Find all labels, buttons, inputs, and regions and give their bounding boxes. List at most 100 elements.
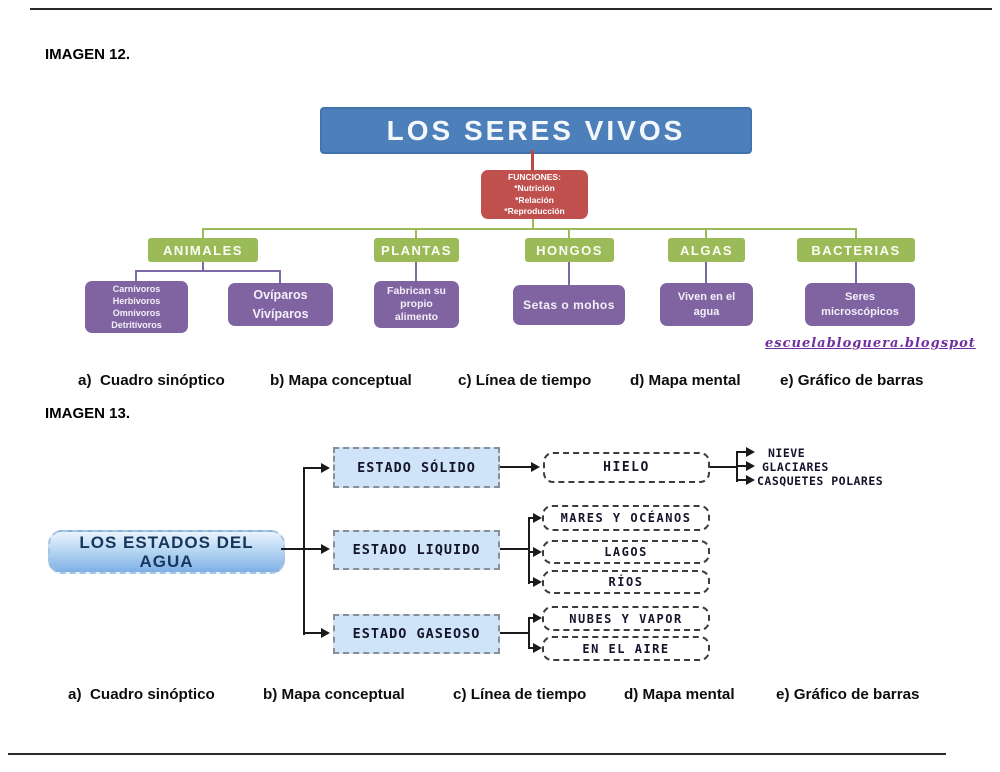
connector-fork-vertical xyxy=(736,452,738,482)
connector-leaf xyxy=(528,581,536,583)
connector-stub xyxy=(202,262,204,271)
node-rios: RÍOS xyxy=(542,570,710,594)
node-mares-y-oceanos: MARES Y OCÉANOS xyxy=(542,505,710,531)
connector-stub xyxy=(568,262,570,285)
option-d-row2[interactable]: d) Mapa mental xyxy=(624,686,735,703)
functions-line: FUNCIONES: xyxy=(508,171,561,182)
connector-stub xyxy=(415,262,417,281)
connector-stub xyxy=(202,228,204,238)
functions-line: *Reproducción xyxy=(504,205,565,216)
functions-line: *Nutrición xyxy=(514,183,555,194)
detail-line: Omnívoros xyxy=(112,308,161,318)
detail-line: Ovíparos xyxy=(253,288,308,303)
connector-stub xyxy=(705,262,707,283)
arrow-right-icon xyxy=(531,462,540,472)
connector-leaf xyxy=(528,517,536,519)
connector-branch xyxy=(303,632,323,634)
node-lagos: LAGOS xyxy=(542,540,710,564)
option-a-row2[interactable]: a) Cuadro sinóptico xyxy=(68,686,215,703)
category-algas: ALGAS xyxy=(668,238,745,262)
detail-line: Seres xyxy=(845,291,875,304)
branch-estado-liquido: ESTADO LIQUIDO xyxy=(333,530,500,570)
connector-leaf xyxy=(528,617,536,619)
connector-branch xyxy=(303,467,323,469)
option-e-row1[interactable]: e) Gráfico de barras xyxy=(780,372,924,389)
detail-line: Detritívoros xyxy=(111,320,162,331)
detail-animales-tipos: Carnívoros Herbívoros Omnívoros Detritív… xyxy=(85,281,188,333)
connector-solido-hielo xyxy=(500,466,533,468)
detail-line: Carnívoros xyxy=(112,283,161,294)
connector-branch xyxy=(303,548,323,550)
map2-root-box: LOS ESTADOS DEL AGUA xyxy=(48,530,285,574)
map1-title-box: LOS SERES VIVOS xyxy=(320,107,752,154)
detail-line: Vivíparos xyxy=(252,306,309,321)
category-plantas: PLANTAS xyxy=(374,238,459,262)
imagen-12-heading: IMAGEN 12. xyxy=(45,46,131,63)
option-a-row1[interactable]: a) Cuadro sinóptico xyxy=(78,372,225,389)
connector-leaf xyxy=(528,551,536,553)
arrow-right-icon xyxy=(746,461,755,471)
connector-root xyxy=(281,548,303,550)
detail-line: Herbívoros xyxy=(112,295,161,306)
arrow-right-icon xyxy=(533,643,542,653)
connector-liquido-fork xyxy=(500,548,529,550)
option-d-row1[interactable]: d) Mapa mental xyxy=(630,372,741,389)
node-nubes-y-vapor: NUBES Y VAPOR xyxy=(542,606,710,631)
detail-line: agua xyxy=(693,305,720,318)
option-b-row2[interactable]: b) Mapa conceptual xyxy=(263,686,405,703)
connector-horizontal xyxy=(202,228,857,230)
arrow-right-icon xyxy=(321,628,330,638)
connector-stub xyxy=(855,262,857,283)
branch-estado-gaseoso: ESTADO GASEOSO xyxy=(333,614,500,654)
arrow-right-icon xyxy=(321,463,330,473)
detail-animales-reproduccion: Ovíparos Vivíparos xyxy=(228,283,333,326)
arrow-right-icon xyxy=(321,544,330,554)
detail-line: microscópicos xyxy=(821,305,899,318)
connector-stub xyxy=(279,270,281,284)
imagen-13-heading: IMAGEN 13. xyxy=(45,405,131,422)
category-hongos: HONGOS xyxy=(525,238,614,262)
leaf-nieve: NIEVE xyxy=(768,446,806,460)
category-bacterias: BACTERIAS xyxy=(797,238,915,262)
connector-leaf xyxy=(736,451,748,453)
connector-stub xyxy=(415,228,417,238)
detail-line: alimento xyxy=(394,311,439,324)
detail-hongos: Setas o mohos xyxy=(513,285,625,325)
connector-leaf xyxy=(528,647,536,649)
arrow-right-icon xyxy=(746,447,755,457)
detail-bacterias: Seres microscópicos xyxy=(805,283,915,326)
node-hielo: HIELO xyxy=(543,452,710,483)
connector-horizontal xyxy=(135,270,281,272)
connector-leaf xyxy=(736,465,748,467)
detail-plantas: Fabrican su propio alimento xyxy=(374,281,459,328)
leaf-casquetes-polares: CASQUETES POLARES xyxy=(757,474,884,488)
connector-fork-vertical xyxy=(528,618,530,649)
leaf-glaciares: GLACIARES xyxy=(762,460,829,474)
option-b-row1[interactable]: b) Mapa conceptual xyxy=(270,372,412,389)
connector-gaseoso-fork xyxy=(500,632,529,634)
connector-title-functions xyxy=(531,150,534,171)
connector-trunk xyxy=(303,467,305,635)
detail-line: propio xyxy=(400,297,433,310)
option-c-row2[interactable]: c) Línea de tiempo xyxy=(453,686,587,703)
map2-root-label: LOS ESTADOS DEL AGUA xyxy=(79,532,254,571)
arrow-right-icon xyxy=(746,475,755,485)
arrow-right-icon xyxy=(533,547,542,557)
page-bottom-rule xyxy=(8,753,946,755)
arrow-right-icon xyxy=(533,577,542,587)
credit-link[interactable]: escuelabloguera.blogspot xyxy=(765,336,976,351)
option-e-row2[interactable]: e) Gráfico de barras xyxy=(776,686,920,703)
category-animales: ANIMALES xyxy=(148,238,258,262)
page-top-rule xyxy=(30,8,992,10)
connector-stub xyxy=(855,228,857,238)
connector-stub xyxy=(568,228,570,238)
arrow-right-icon xyxy=(533,513,542,523)
connector-hielo-fork xyxy=(710,466,738,468)
branch-estado-solido: ESTADO SÓLIDO xyxy=(333,447,500,488)
detail-algas: Viven en el agua xyxy=(660,283,753,326)
option-c-row1[interactable]: c) Línea de tiempo xyxy=(458,372,592,389)
node-en-el-aire: EN EL AIRE xyxy=(542,636,710,661)
map1-title: LOS SERES VIVOS xyxy=(386,114,686,146)
connector-stub xyxy=(705,228,707,238)
